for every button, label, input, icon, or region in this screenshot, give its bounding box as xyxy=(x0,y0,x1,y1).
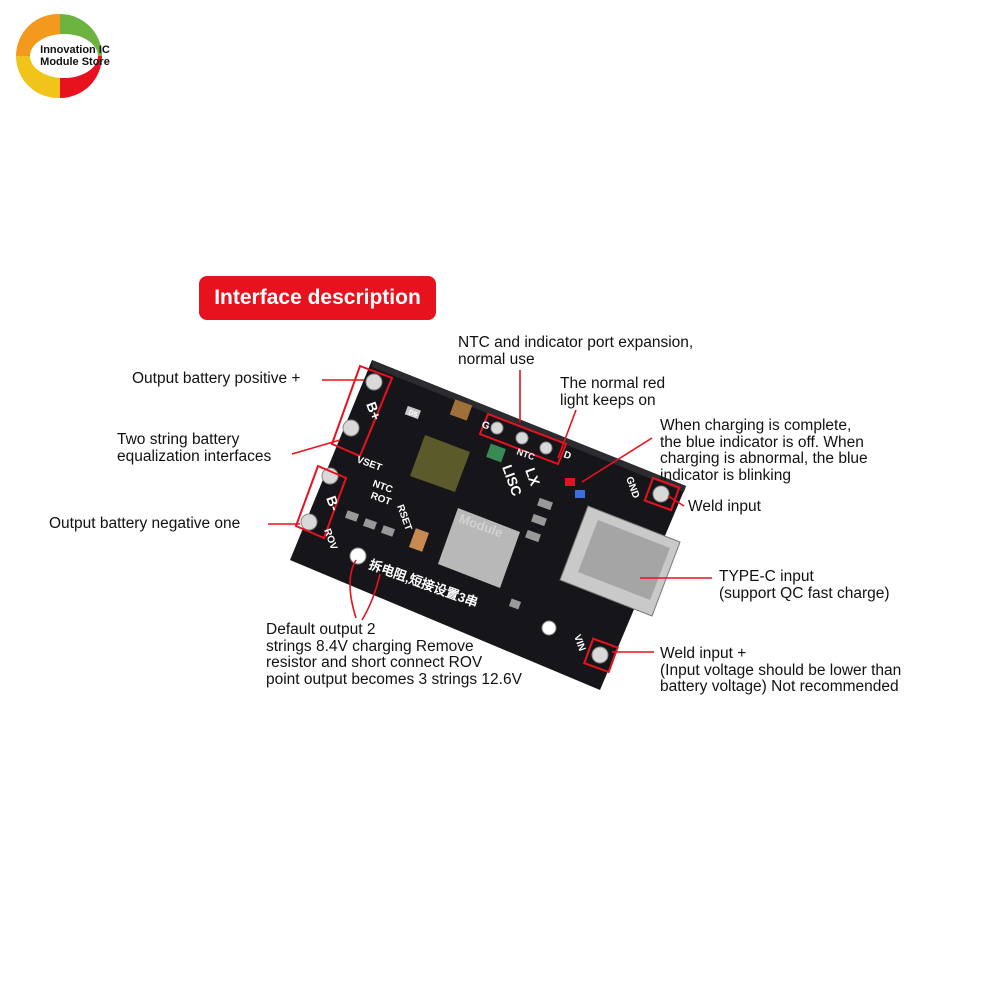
callout-default-output: Default output 2 strings 8.4V charging R… xyxy=(266,621,522,688)
silk-g: G xyxy=(480,419,491,432)
callout-default-line3: resistor and short connect ROV xyxy=(266,654,483,671)
callout-ntc-line2: normal use xyxy=(458,350,535,368)
callout-red-light: The normal red light keeps on xyxy=(560,375,666,409)
callout-weldplus-line1: Weld input + xyxy=(660,645,747,662)
callout-blue-line2: the blue indicator is off. When xyxy=(660,433,864,451)
callout-typec: TYPE-C input (support QC fast charge) xyxy=(719,568,890,602)
callout-out-neg-text: Output battery negative one xyxy=(49,515,241,532)
logo-line1: Innovation IC xyxy=(40,44,110,56)
page-title: Interface description xyxy=(214,286,421,309)
callout-default-line4: point output becomes 3 strings 12.6V xyxy=(266,670,522,688)
callout-weld-input: Weld input xyxy=(688,498,761,516)
callout-equal-line1: Two string battery xyxy=(117,431,240,448)
callout-equalization: Two string battery equalization interfac… xyxy=(117,431,272,465)
silk-bplus: B+ xyxy=(363,400,384,423)
silk-lx: LX xyxy=(522,466,543,489)
pcb-components xyxy=(344,399,681,617)
callout-default-line2: strings 8.4V charging Remove xyxy=(266,637,474,655)
callout-weld-input-plus: Weld input + (Input voltage should be lo… xyxy=(660,645,902,696)
silk-vin: VIN xyxy=(571,633,587,652)
callout-typec-line2: (support QC fast charge) xyxy=(719,584,890,602)
logo-line2: Module Store xyxy=(40,56,110,68)
callout-output-negative: Output battery negative one xyxy=(49,515,241,533)
callout-weld-text: Weld input xyxy=(688,498,761,515)
silk-bminus: B- xyxy=(323,494,343,514)
callout-blue-line1: When charging is complete, xyxy=(660,417,852,434)
callout-blue-indicator: When charging is complete, the blue indi… xyxy=(660,417,868,484)
title-badge: Interface description xyxy=(199,276,436,320)
solder-pads xyxy=(300,373,670,664)
callout-red-line2: light keeps on xyxy=(560,391,656,409)
callout-ntc-port: NTC and indicator port expansion, normal… xyxy=(458,334,694,368)
callout-typec-line1: TYPE-C input xyxy=(719,568,814,585)
store-logo xyxy=(6,6,114,106)
logo-text: Innovation IC Module Store xyxy=(30,44,120,68)
callout-equal-line2: equalization interfaces xyxy=(117,447,272,465)
callout-default-line1: Default output 2 xyxy=(266,621,376,638)
callout-blue-line4: indicator is blinking xyxy=(660,466,791,484)
callout-output-positive: Output battery positive + xyxy=(132,370,301,388)
callout-out-pos-text: Output battery positive + xyxy=(132,370,301,387)
silk-d5: D5 xyxy=(407,409,418,419)
callout-blue-line3: charging is abnormal, the blue xyxy=(660,450,868,467)
leader-lines xyxy=(268,370,712,653)
callout-weldplus-line3: battery voltage) Not recommended xyxy=(660,678,899,695)
callout-weldplus-line2: (Input voltage should be lower than xyxy=(660,661,902,679)
callout-red-line1: The normal red xyxy=(560,375,666,392)
highlight-outlines xyxy=(294,364,681,674)
silk-d: D xyxy=(562,449,573,462)
callout-ntc-line1: NTC and indicator port expansion, xyxy=(458,334,694,351)
